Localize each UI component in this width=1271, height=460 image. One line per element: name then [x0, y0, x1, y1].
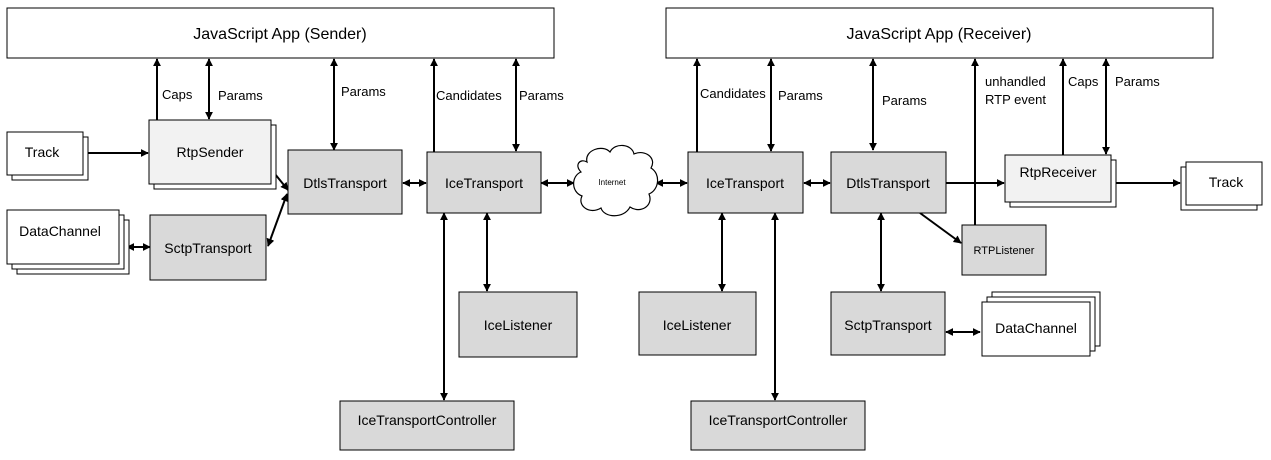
receiver-icetransport-label: IceTransport: [706, 175, 784, 191]
sender-icelistener-label: IceListener: [484, 317, 553, 333]
connectors: [88, 58, 1181, 401]
unhandled-label-line2: RTP event: [985, 92, 1046, 107]
receiver-track-label: Track: [1209, 174, 1244, 190]
receiver-dtlstransport: DtlsTransport: [830, 151, 947, 214]
sender-app: JavaScript App (Sender): [6, 7, 555, 59]
receiver-icelistener: IceListener: [638, 291, 757, 356]
sender-datachannel: DataChannel: [6, 209, 130, 275]
sender-dtlstransport-label: DtlsTransport: [303, 175, 387, 191]
receiver-sctptransport-label: SctpTransport: [844, 317, 932, 333]
receiver-controller-label: IceTransportController: [709, 412, 848, 428]
receiver-ice-params-label: Params: [778, 88, 823, 103]
sender-datachannel-label: DataChannel: [19, 223, 101, 239]
internet-label: Internet: [598, 178, 626, 187]
unhandled-label-line1: unhandled: [985, 74, 1046, 89]
sender-ice-params-label: Params: [519, 88, 564, 103]
receiver-icetransport: IceTransport: [687, 151, 804, 214]
receiver-datachannel-label: DataChannel: [995, 320, 1077, 336]
receiver-dtls-params-label: Params: [882, 93, 927, 108]
sender-rtp-params-label: Params: [218, 88, 263, 103]
receiver-track: Track: [1180, 161, 1263, 211]
sender-icetransportcontroller: IceTransportController: [339, 400, 515, 451]
sender-track: Track: [6, 131, 89, 181]
sender-icetransport-label: IceTransport: [445, 175, 523, 191]
sender-track-label: Track: [25, 144, 60, 160]
sender-icetransport: IceTransport: [426, 151, 542, 214]
sender-dtls-params-label: Params: [341, 84, 386, 99]
receiver-sctptransport: SctpTransport: [830, 291, 946, 356]
sender-app-label: JavaScript App (Sender): [193, 26, 366, 43]
sender-dtlstransport: DtlsTransport: [287, 149, 403, 215]
receiver-datachannel: DataChannel: [981, 291, 1101, 357]
rtpreceiver: RtpReceiver: [1004, 154, 1117, 208]
receiver-icetransportcontroller: IceTransportController: [690, 400, 866, 451]
rtplistener: RTPListener: [961, 224, 1047, 276]
rtpsender: RtpSender: [148, 119, 277, 190]
receiver-dtlstransport-label: DtlsTransport: [846, 175, 930, 191]
receiver-candidates-label: Candidates: [700, 86, 766, 101]
sender-caps-label: Caps: [162, 87, 193, 102]
receiver-icelistener-label: IceListener: [663, 317, 732, 333]
internet-cloud: Internet: [573, 144, 659, 217]
sctp-dtls-arrow: [266, 193, 289, 247]
receiver-caps-label: Caps: [1068, 74, 1099, 89]
receiver-app: JavaScript App (Receiver): [665, 7, 1214, 59]
rtpsender-label: RtpSender: [177, 144, 244, 160]
receiver-rtp-params-label: Params: [1115, 74, 1160, 89]
rtplistener-label: RTPListener: [974, 245, 1035, 257]
sender-sctptransport: SctpTransport: [149, 214, 267, 281]
sender-sctptransport-label: SctpTransport: [164, 240, 252, 256]
sender-icelistener: IceListener: [458, 291, 578, 358]
sender-candidates-label: Candidates: [436, 88, 502, 103]
receiver-app-label: JavaScript App (Receiver): [847, 26, 1032, 43]
rtpreceiver-label: RtpReceiver: [1019, 164, 1096, 180]
dtls-to-rtplistener-arrow: [919, 212, 962, 244]
sender-controller-label: IceTransportController: [358, 412, 497, 428]
